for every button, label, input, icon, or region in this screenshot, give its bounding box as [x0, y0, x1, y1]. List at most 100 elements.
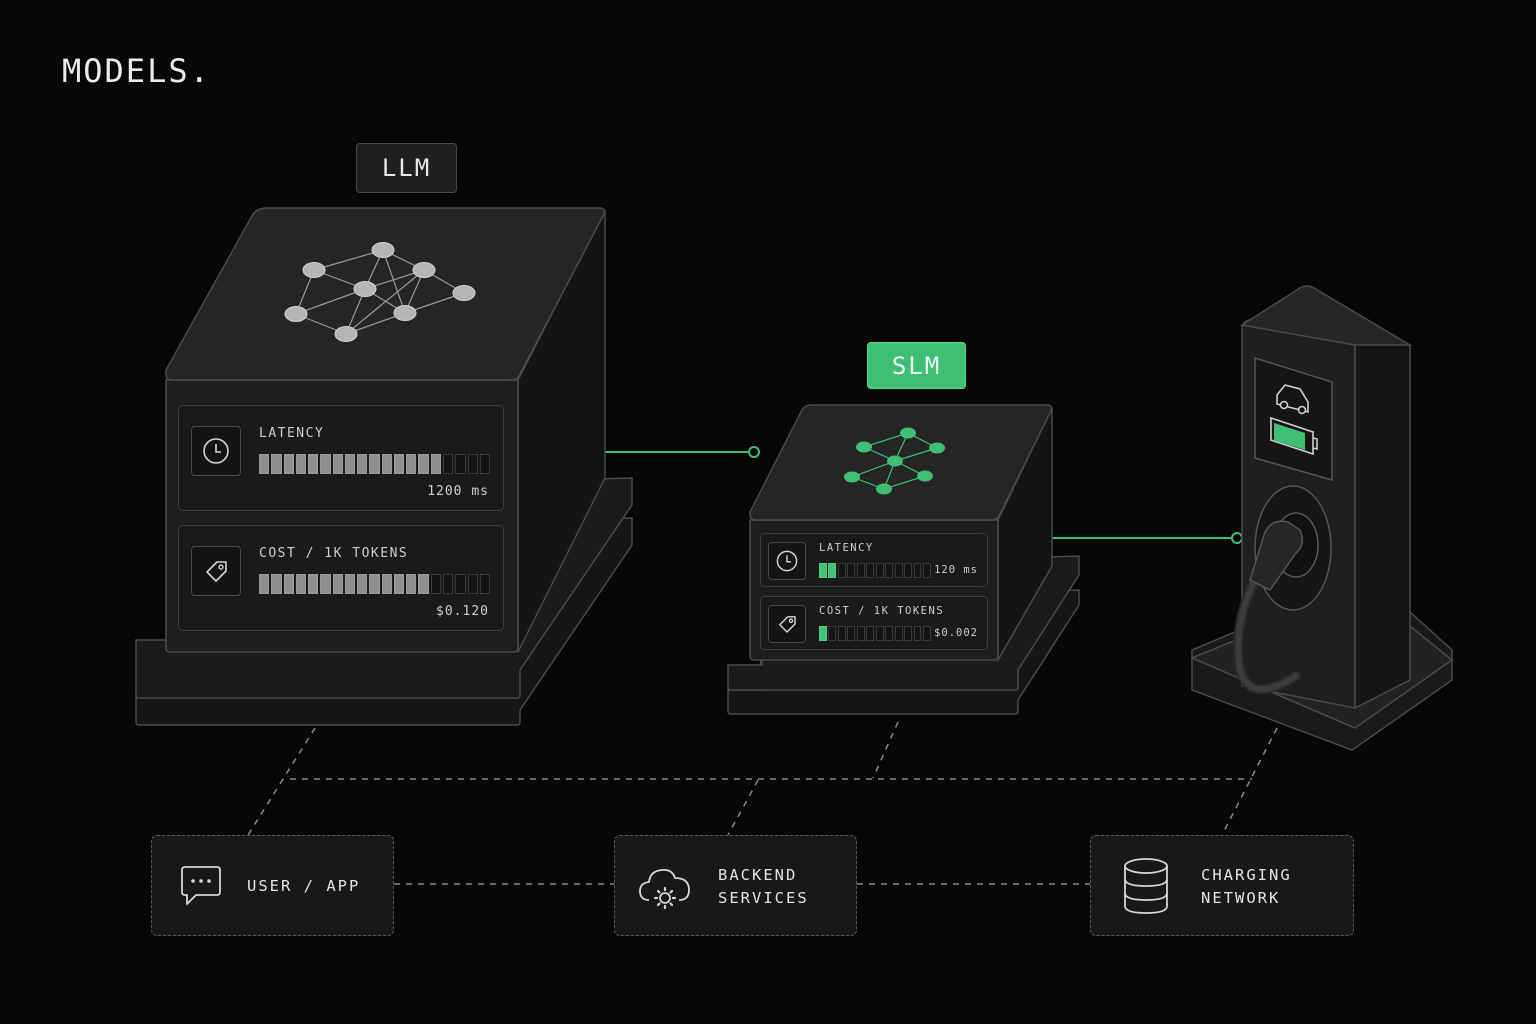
user-app-label: USER / APP [247, 875, 360, 898]
meter-segment [430, 574, 441, 594]
connector-dot-slm-charger [1231, 532, 1243, 544]
slm-latency-bar [819, 563, 931, 578]
meter-segment [320, 574, 331, 594]
slm-cost-card: COST / 1K TOKENS $0.002 [760, 596, 988, 650]
charger-screen-icons [1270, 384, 1318, 456]
slm-cost-label: COST / 1K TOKENS [819, 605, 945, 617]
connector-slm-backend-lower [727, 779, 759, 836]
connector-dot-llm-slm [748, 446, 760, 458]
meter-segment [442, 574, 454, 594]
meter-segment [308, 454, 319, 474]
database-icon [1119, 856, 1173, 916]
meter-segment [259, 574, 270, 594]
battery-icon [1270, 416, 1318, 456]
charging-network-label: CHARGING NETWORK [1201, 864, 1292, 910]
llm-cost-label: COST / 1K TOKENS [259, 546, 409, 561]
meter-segment [894, 563, 903, 578]
meter-segment [885, 626, 894, 641]
meter-segment [344, 454, 356, 474]
meter-segment [295, 454, 307, 474]
user-app-node: USER / APP [151, 835, 394, 936]
llm-latency-value: 1200 ms [427, 484, 489, 499]
slm-cost-value: $0.002 [934, 627, 978, 639]
meter-segment [406, 454, 417, 474]
meter-segment [866, 563, 875, 578]
meter-segment [885, 563, 894, 578]
llm-cost-value: $0.120 [436, 604, 489, 619]
charger-plug [1249, 520, 1303, 591]
backend-services-node: BACKEND SERVICES [614, 835, 857, 936]
meter-segment [283, 574, 294, 594]
page-title: MODELS. [62, 52, 211, 90]
meter-segment [904, 563, 913, 578]
meter-segment [271, 454, 282, 474]
meter-segment [308, 574, 319, 594]
user-app-label-line1: USER / APP [247, 877, 361, 895]
llm-cost-card: COST / 1K TOKENS $0.120 [178, 525, 504, 631]
meter-segment [866, 626, 875, 641]
meter-segment [847, 626, 856, 641]
meter-segment [418, 454, 429, 474]
llm-tag: LLM [356, 143, 457, 193]
car-icon [1276, 384, 1309, 415]
meter-segment [369, 574, 380, 594]
meter-segment [913, 626, 922, 641]
backend-services-label: BACKEND SERVICES [718, 864, 809, 910]
charger-pillar-top [1239, 285, 1413, 346]
charging-network-node: CHARGING NETWORK [1090, 835, 1354, 936]
meter-segment [875, 626, 884, 641]
llm-cost-bar [259, 574, 491, 594]
meter-segment [828, 626, 837, 641]
slm-latency-label: LATENCY [819, 542, 874, 554]
llm-cube-top-face [165, 207, 606, 381]
meter-segment [904, 626, 913, 641]
meter-segment [455, 574, 466, 594]
meter-segment [406, 574, 417, 594]
meter-segment [922, 563, 931, 578]
llm-latency-card: LATENCY 1200 ms [178, 405, 504, 511]
slm-latency-card: LATENCY 120 ms [760, 533, 988, 587]
slm-tag: SLM [867, 342, 966, 389]
meter-segment [430, 454, 441, 474]
meter-segment [837, 563, 846, 578]
meter-segment [393, 574, 405, 594]
meter-segment [332, 574, 343, 594]
meter-segment [320, 454, 331, 474]
price-tag-icon [768, 605, 806, 643]
cloud-gear-icon [637, 860, 693, 916]
backend-label-line1: BACKEND [718, 866, 798, 884]
chat-bubble-icon [178, 864, 224, 910]
meter-segment [847, 563, 856, 578]
charging-label-line1: CHARGING [1201, 866, 1292, 884]
meter-segment [819, 563, 827, 578]
charger-cable [1233, 565, 1301, 695]
meter-segment [295, 574, 307, 594]
meter-segment [479, 574, 491, 594]
meter-segment [344, 574, 356, 594]
meter-segment [381, 574, 392, 594]
meter-segment [828, 563, 837, 578]
meter-segment [357, 574, 368, 594]
llm-latency-bar [259, 454, 491, 474]
clock-icon [768, 542, 806, 580]
meter-segment [467, 454, 478, 474]
connector-llm-user [247, 727, 316, 836]
meter-segment [856, 626, 865, 641]
meter-segment [467, 574, 478, 594]
dashed-connectors [247, 721, 1278, 885]
meter-segment [819, 626, 827, 641]
backend-label-line2: SERVICES [718, 889, 809, 907]
meter-segment [837, 626, 846, 641]
meter-segment [856, 563, 865, 578]
connector-slm-backend [872, 721, 899, 779]
meter-segment [283, 454, 294, 474]
slm-cost-bar [819, 626, 931, 641]
connector-charger-network [1221, 727, 1278, 836]
llm-network-icon [284, 242, 476, 342]
meter-segment [922, 626, 931, 641]
charging-station [1190, 285, 1454, 751]
meter-segment [894, 626, 903, 641]
clock-icon [191, 426, 241, 476]
meter-segment [913, 563, 922, 578]
